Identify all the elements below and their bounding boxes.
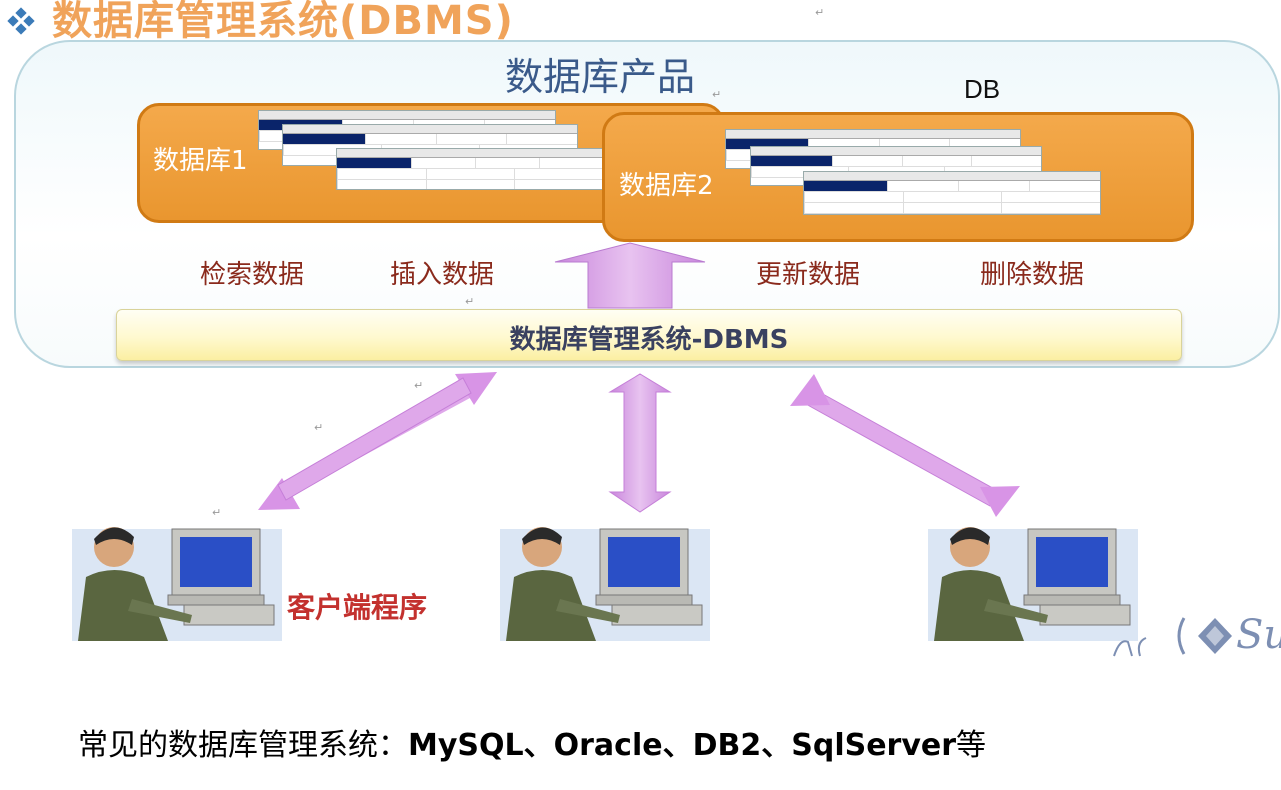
return-mark: ↵ — [712, 88, 722, 101]
common-dbms-note: 常见的数据库管理系统：MySQL、Oracle、DB2、SqlServer等 — [78, 720, 986, 764]
center-double-arrow — [608, 373, 672, 513]
client-computer-icon — [72, 527, 282, 641]
return-mark: ↵ — [465, 295, 475, 308]
dbms-bar: 数据库管理系统-DBMS — [116, 309, 1182, 361]
arrows-layer — [258, 242, 1020, 517]
note-prefix: 常见的数据库管理系统： — [78, 728, 408, 763]
dbms-to-database-arrow — [554, 242, 706, 309]
return-mark: ↵ — [414, 379, 424, 392]
return-mark: ↵ — [314, 421, 324, 434]
slide: 数据库管理系统(DBMS) 数据库产品 DB 数据库1 数据库2 检索数据 插入… — [7, 0, 1281, 658]
client-computer-icon — [500, 527, 710, 641]
return-mark: ↵ — [212, 506, 222, 519]
operation-retrieve: 检索数据 — [200, 260, 305, 290]
right-double-arrow — [790, 374, 1020, 517]
client-computer-icon — [928, 527, 1138, 641]
note-suffix: 等 — [956, 728, 987, 763]
slide-title: 数据库管理系统(DBMS) — [52, 0, 514, 44]
operation-delete: 删除数据 — [980, 260, 1085, 290]
operation-insert: 插入数据 — [390, 260, 495, 290]
diamond-bullet-icon — [7, 7, 35, 35]
return-mark: ↵ — [815, 6, 825, 19]
client-program-label: 客户端程序 — [287, 591, 428, 624]
database-1-label: 数据库1 — [153, 146, 248, 176]
sun-logo-text: Su — [1236, 612, 1281, 658]
note-systems: MySQL、Oracle、DB2、SqlServer — [408, 728, 957, 763]
table-thumbnail — [803, 171, 1101, 215]
dbms-bar-label: 数据库管理系统-DBMS — [509, 325, 789, 355]
database-2-label: 数据库2 — [619, 171, 714, 201]
database-product-label: 数据库产品 — [505, 55, 696, 99]
sun-diamond-icon — [1113, 617, 1232, 657]
operation-update: 更新数据 — [756, 260, 861, 290]
sun-logo: Su — [1112, 612, 1281, 658]
left-double-arrow — [258, 372, 497, 510]
db-label: DB — [964, 74, 1001, 104]
